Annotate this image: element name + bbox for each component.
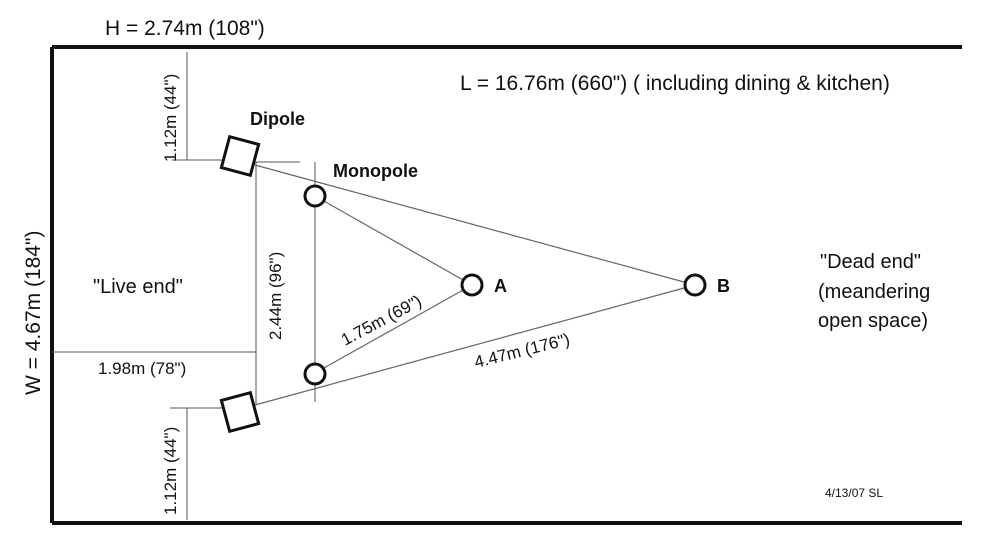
room-walls bbox=[50, 45, 962, 525]
dipole-speaker-top bbox=[219, 134, 261, 178]
dipole-label: Dipole bbox=[250, 109, 305, 129]
dead-end-line-2: (meandering bbox=[818, 281, 930, 303]
listening-position-a bbox=[460, 273, 484, 297]
length-label: L = 16.76m (660") ( including dining & k… bbox=[460, 72, 890, 95]
listening-lines bbox=[254, 164, 696, 406]
signature-date: 4/13/07 SL bbox=[825, 486, 883, 500]
distance-a-dimension: 1.75m (69") bbox=[338, 291, 425, 349]
live-end-label: "Live end" bbox=[93, 276, 183, 298]
front-wall-dimension: 1.98m (78") bbox=[98, 359, 186, 378]
monopole-bottom-to-a bbox=[314, 284, 473, 374]
monopole-speaker-top bbox=[303, 184, 327, 208]
width-label: W = 4.67m (184") bbox=[22, 231, 45, 395]
dipole-top-to-b bbox=[254, 164, 696, 286]
listening-position-b bbox=[683, 273, 707, 297]
position-a-label: A bbox=[494, 276, 507, 296]
dead-end-line-1: "Dead end" bbox=[820, 251, 921, 273]
monopole-top-to-a bbox=[314, 195, 473, 286]
monopole-speaker-bottom bbox=[303, 362, 327, 386]
monopole-label: Monopole bbox=[333, 161, 418, 181]
dipole-speaker-bottom bbox=[219, 390, 261, 434]
height-label: H = 2.74m (108") bbox=[105, 17, 265, 40]
top-offset-dimension: 1.12m (44") bbox=[161, 74, 180, 162]
distance-b-dimension: 4.47m (176") bbox=[472, 330, 571, 372]
dipole-bottom-to-b bbox=[254, 284, 696, 406]
dead-end-line-3: open space) bbox=[818, 310, 928, 332]
spacing-dimension: 2.44m (96") bbox=[266, 252, 285, 340]
bottom-offset-dimension: 1.12m (44") bbox=[161, 427, 180, 515]
position-b-label: B bbox=[717, 276, 730, 296]
